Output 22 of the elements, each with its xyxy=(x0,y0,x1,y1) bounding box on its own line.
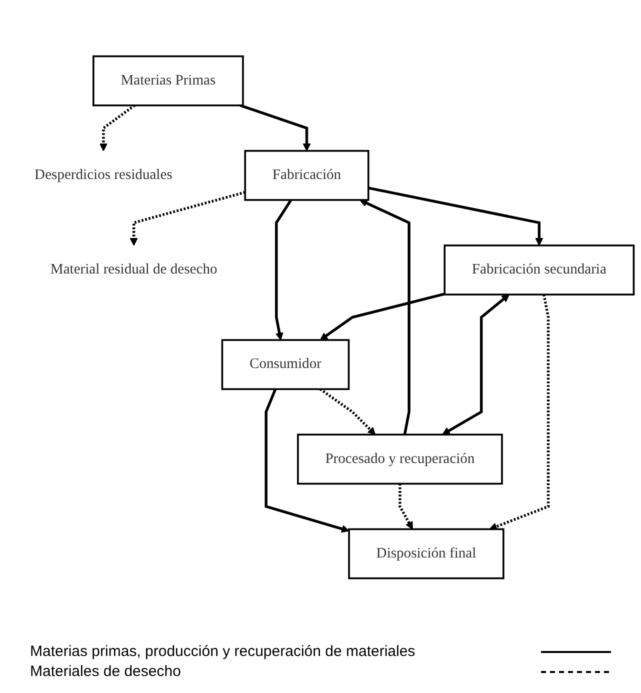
arrow xyxy=(99,104,136,151)
arrow xyxy=(275,198,292,340)
arrow xyxy=(130,190,246,246)
node-box: Fabricación secundaria xyxy=(444,244,635,296)
node-box: Fabricación xyxy=(244,150,370,201)
node-box: Consumidor xyxy=(221,338,350,390)
arrow xyxy=(264,388,350,532)
arrow xyxy=(368,186,544,246)
legend-text: Materias primas, producción y recuperación de materiales xyxy=(30,643,416,660)
arrow xyxy=(360,199,410,435)
arrow xyxy=(489,294,550,530)
arrow xyxy=(442,294,510,434)
arrow xyxy=(319,388,376,435)
arrow xyxy=(320,292,445,340)
arrow xyxy=(240,104,311,151)
node-text: Desperdicios residuales xyxy=(34,166,172,182)
legend-text: Materiales de desecho xyxy=(30,663,181,680)
node-box: Materias Primas xyxy=(92,55,244,106)
node-text: Material residual de desecho xyxy=(50,262,218,277)
arrow xyxy=(398,483,413,530)
node-box: Disposición final xyxy=(348,528,504,579)
node-box: Procesado y recuperación xyxy=(297,433,503,484)
